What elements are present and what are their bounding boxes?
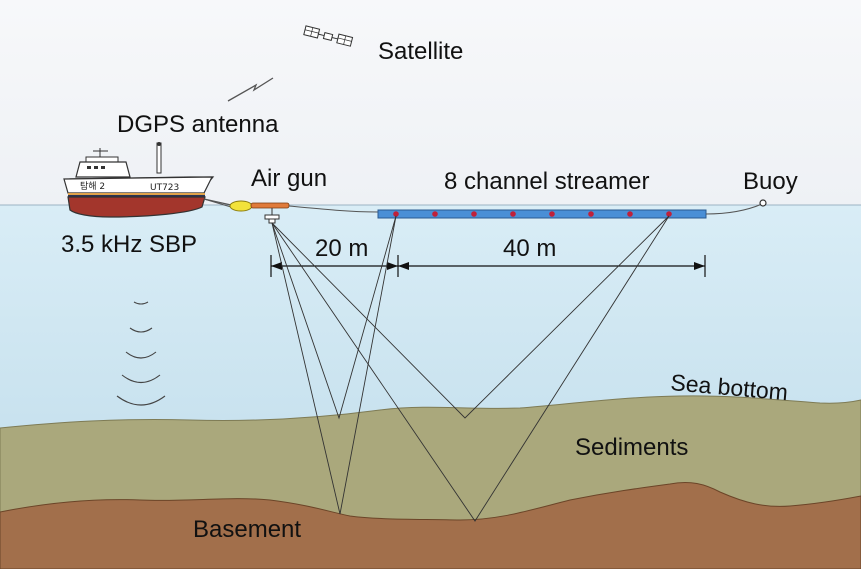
tail-rope [705,203,763,215]
dgps-antenna-label: DGPS antenna [117,111,279,138]
distance-20m-label: 20 m [315,235,368,262]
basement-layer [0,481,861,569]
hydrophone [432,211,438,217]
streamer-label: 8 channel streamer [444,168,649,195]
streamer [377,209,707,219]
air-gun-label: Air gun [251,165,327,192]
hydrophone [471,211,477,217]
air-gun [229,200,290,224]
distance-40m-label: 40 m [503,235,556,262]
survey-ship: 탐해 2 UT723 [63,142,215,218]
buoy-label: Buoy [743,168,798,195]
arrowhead [271,262,282,270]
hydrophone [393,211,399,217]
sbp-sound-waves [116,301,166,406]
sky [0,0,861,205]
hydrophone [627,211,633,217]
arrowhead [398,262,409,270]
buoy-icon [759,199,767,207]
gun-tow-line-2 [203,198,232,208]
satellite-icon [303,25,354,47]
ship-id: UT723 [150,183,179,193]
hydrophone-channels [393,211,672,217]
arrowhead [387,262,398,270]
sediments-label: Sediments [575,434,688,461]
satellite-label: Satellite [378,38,463,65]
hydrophone [666,211,672,217]
lead-in-cable [288,205,379,213]
ship-name: 탐해 2 [80,180,105,192]
hydrophone [588,211,594,217]
hydrophone [510,211,516,217]
radio-signal-icon [227,77,274,102]
basement-label: Basement [193,516,301,543]
hydrophone [549,211,555,217]
sbp-label: 3.5 kHz SBP [61,231,197,258]
arrowhead [694,262,705,270]
ray-paths [271,215,670,522]
